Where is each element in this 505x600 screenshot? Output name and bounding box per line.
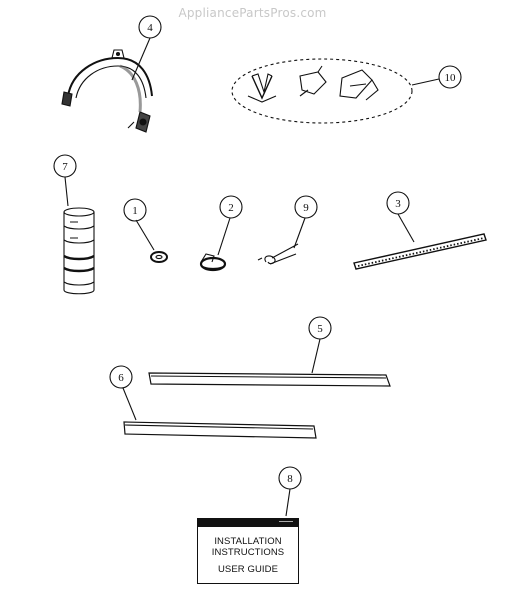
callout-6 [109,365,133,389]
hose-clamp-icon [199,253,227,272]
callout-label: 5 [317,323,323,335]
callout-label: 4 [147,22,153,34]
callout-1 [123,198,147,222]
watermark: AppliancePartsPros.com [178,6,327,20]
manual-icon: INSTALLATION INSTRUCTIONS USER GUIDE [197,518,299,584]
washer-icon [150,251,168,263]
callout-2 [219,195,243,219]
bracket-group-outline [231,58,413,124]
callout-label: 6 [118,372,124,384]
callout-label: 3 [395,198,401,210]
drain-adapter-icon [63,207,95,295]
serrated-strip-icon [353,233,487,270]
trim-strip-icon [148,372,391,387]
bracket-set-icon [247,65,379,103]
callout-label: 10 [445,72,457,84]
callout-4 [138,15,162,39]
spring-clip-icon [257,243,299,265]
manual-header-bar [198,519,298,527]
callout-7 [53,154,77,178]
callout-label: 1 [132,205,138,217]
callout-label: 8 [287,473,293,485]
clamp-bracket-icon [61,49,153,133]
manual-title-line: INSTALLATION [214,536,282,547]
callout-3 [386,191,410,215]
callout-label: 7 [62,161,68,173]
callout-9 [294,195,318,219]
manual-title-line: INSTRUCTIONS [211,547,285,558]
callout-5 [308,316,332,340]
callout-label: 2 [228,202,234,214]
callout-label: 9 [303,202,309,214]
callout-10 [438,65,462,89]
manual-header-mark [279,521,293,525]
manual-subtitle-line: USER GUIDE [217,564,279,575]
callout-8 [278,466,302,490]
trim-strip-icon [123,421,317,439]
